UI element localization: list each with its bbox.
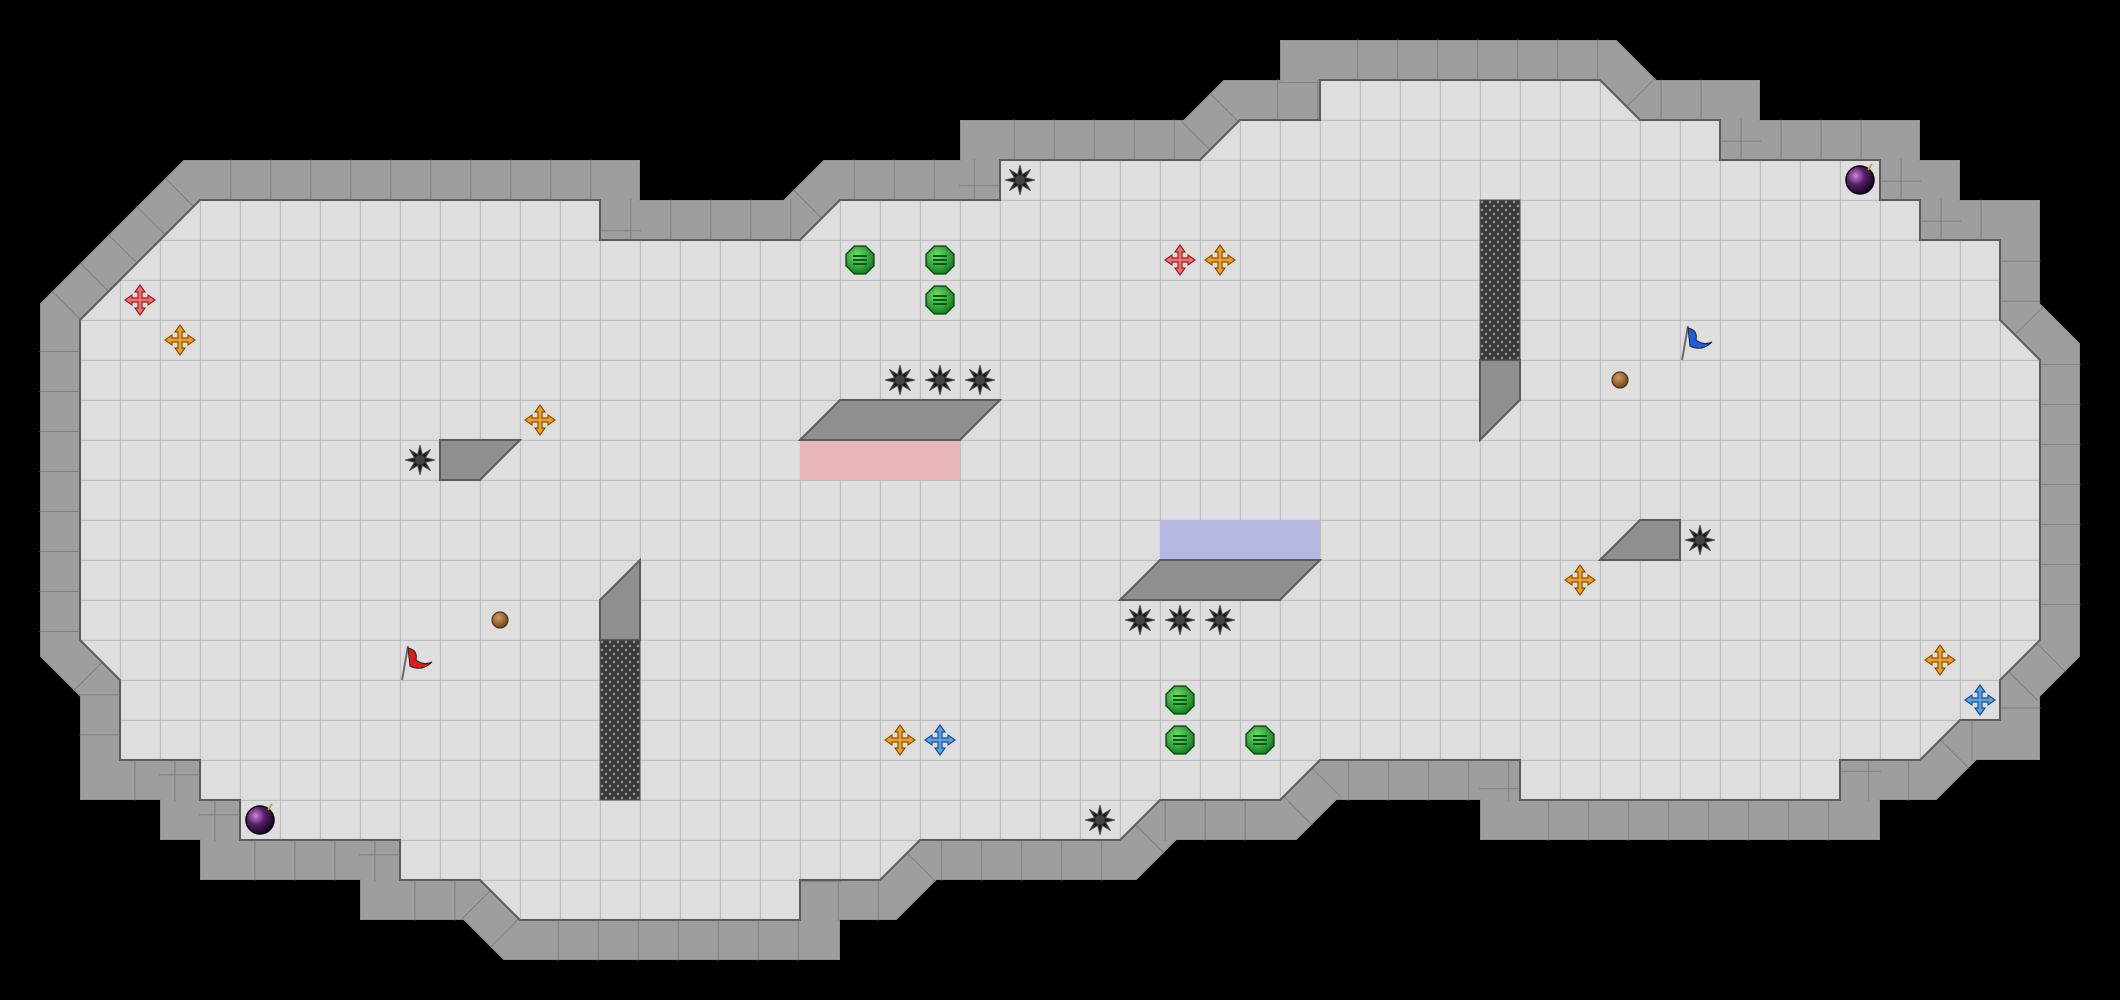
button-icon [491,611,509,629]
spike-icon [1084,804,1116,836]
spike-icon [1684,524,1716,556]
spike-icon [1204,604,1236,636]
bomb-icon [1845,163,1875,195]
spike-icon [1124,604,1156,636]
neutral-powerup-icon [163,323,197,357]
gate [1479,199,1521,361]
spike-icon [1164,604,1196,636]
spike-icon [1004,164,1036,196]
red-flag-icon [401,645,433,681]
spike-icon [404,444,436,476]
neutral-powerup-icon [883,723,917,757]
spike-icon [884,364,916,396]
blue-zone [1160,520,1320,560]
neutral-powerup-icon [1563,563,1597,597]
floor [79,79,2041,921]
bomb-icon [245,803,275,835]
interior-walls [439,359,1681,641]
boost-icon [1165,685,1195,715]
blue-powerup-icon [923,723,957,757]
neutral-powerup-icon [1923,643,1957,677]
boost-icon [925,245,955,275]
red-zone [800,440,960,480]
button-icon [1611,371,1629,389]
gate [599,639,641,801]
red-powerup-icon [123,283,157,317]
spike-icon [964,364,996,396]
neutral-powerup-icon [1203,243,1237,277]
items [123,163,1997,836]
boost-icon [1245,725,1275,755]
boost-icon [1165,725,1195,755]
boost-icon [845,245,875,275]
red-powerup-icon [1163,243,1197,277]
blue-powerup-icon [1963,683,1997,717]
boost-icon [925,285,955,315]
blue-flag-icon [1681,325,1713,361]
spike-icon [924,364,956,396]
neutral-powerup-icon [523,403,557,437]
